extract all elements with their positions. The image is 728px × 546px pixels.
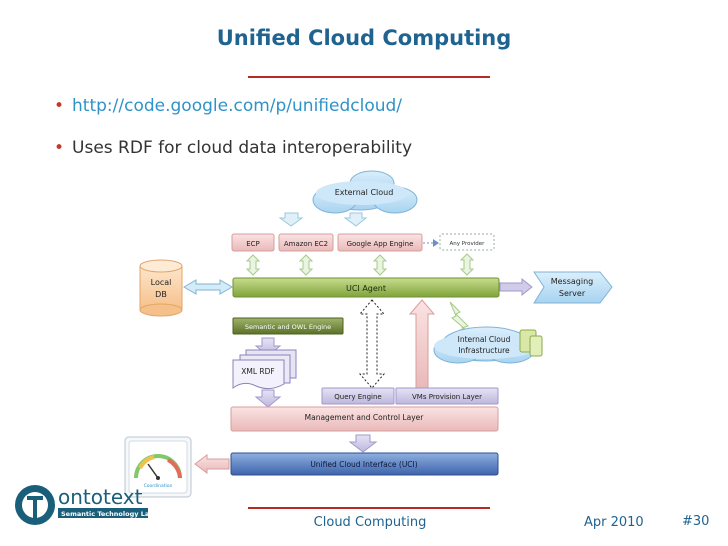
external-cloud-label: External Cloud <box>335 188 394 197</box>
semantic-owl-engine: Semantic and OWL Engine <box>232 317 344 335</box>
dashboard-gauge: Coordination <box>124 436 192 498</box>
agent-messaging-arrow <box>499 277 533 297</box>
bullet-dot-icon: • <box>54 138 65 158</box>
bullet-rdf: • Uses RDF for cloud data interoperabilit… <box>54 138 412 158</box>
unifiedcloud-link[interactable]: http://code.google.com/p/unifiedcloud/ <box>72 96 403 116</box>
cloud-provider-arrows <box>278 212 368 227</box>
query-agent-dashed-arrow <box>358 299 386 389</box>
gauge-needle-icon <box>147 463 159 479</box>
svg-text:Coordination: Coordination <box>144 483 173 489</box>
ontotext-logo: ontotext Semantic Technology Lab <box>15 485 154 525</box>
title-underline <box>248 76 490 78</box>
svg-text:Query Engine: Query Engine <box>334 393 382 401</box>
svg-text:Messaging: Messaging <box>551 277 594 286</box>
svg-text:ontotext: ontotext <box>58 485 143 509</box>
svg-text:Unified Cloud Interface (UCI): Unified Cloud Interface (UCI) <box>310 460 417 469</box>
svg-text:Google App Engine: Google App Engine <box>347 240 414 248</box>
query-engine: Query Engine <box>321 387 395 405</box>
management-uci-arrow <box>348 434 378 453</box>
footer-page-number: #30 <box>682 514 710 529</box>
vms-provision-layer: VMs Provision Layer <box>395 387 499 405</box>
xmlrdf-management-arrow <box>254 389 282 408</box>
svg-text:Semantic Technology Lab: Semantic Technology Lab <box>61 510 154 518</box>
unified-cloud-interface: Unified Cloud Interface (UCI) <box>230 452 499 476</box>
footer-title: Cloud Computing <box>313 515 427 530</box>
svg-text:Internal Cloud: Internal Cloud <box>458 335 511 344</box>
svg-text:ECP: ECP <box>246 240 260 248</box>
provider-amazon-ec2: Amazon EC2 <box>278 233 334 252</box>
svg-text:Management and Control Layer: Management and Control Layer <box>305 413 425 422</box>
footer-date: Apr 2010 <box>584 515 644 530</box>
db-agent-arrow <box>183 279 233 295</box>
messaging-server: Messaging Server <box>533 271 613 304</box>
svg-text:DB: DB <box>155 290 167 299</box>
svg-text:UCI Agent: UCI Agent <box>346 284 386 293</box>
bullet-link: • http://code.google.com/p/unifiedcloud/ <box>54 96 402 116</box>
agent-provider-arrows <box>245 253 475 276</box>
bullet-rdf-text: Uses RDF for cloud data interoperability <box>72 138 413 158</box>
management-control-layer: Management and Control Layer <box>230 406 499 432</box>
svg-text:Infrastructure: Infrastructure <box>458 346 510 355</box>
uci-agent: UCI Agent <box>232 277 500 298</box>
provider-ecp: ECP <box>231 233 275 252</box>
any-provider: Any Provider <box>439 233 495 251</box>
any-provider-arrow-icon <box>433 239 439 247</box>
svg-text:Amazon EC2: Amazon EC2 <box>284 240 328 248</box>
footer-rule <box>248 507 490 509</box>
svg-text:Semantic and OWL Engine: Semantic and OWL Engine <box>245 323 331 331</box>
svg-text:Any Provider: Any Provider <box>450 241 486 247</box>
external-cloud: External Cloud <box>312 170 418 214</box>
svg-text:VMs Provision Layer: VMs Provision Layer <box>412 393 482 401</box>
provider-google-app-engine: Google App Engine <box>337 233 423 252</box>
xml-rdf-documents: XML RDF <box>232 349 297 390</box>
local-db: Local DB <box>139 259 183 317</box>
svg-text:Server: Server <box>559 289 586 298</box>
bullet-dot-icon: • <box>54 96 65 116</box>
internal-cloud: Internal Cloud Infrastructure <box>433 326 543 364</box>
management-agent-arrow <box>408 299 436 389</box>
slide-title: Unified Cloud Computing <box>216 26 512 50</box>
svg-text:XML RDF: XML RDF <box>241 367 274 376</box>
uci-dashboard-arrow <box>194 454 230 474</box>
svg-text:Local: Local <box>151 278 172 287</box>
